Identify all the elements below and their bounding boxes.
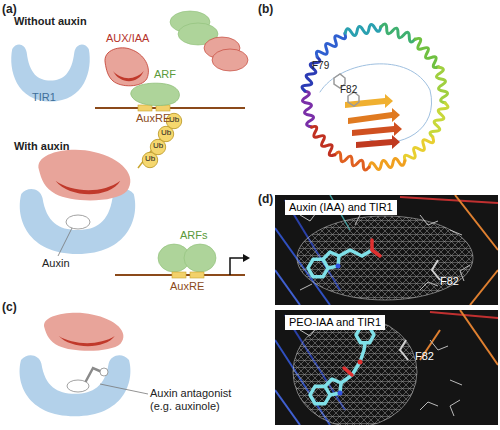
tir1-shape: TIR1 [8, 35, 93, 105]
leader-line [100, 384, 148, 394]
antagonist-tail [100, 368, 108, 376]
panel-letter: (a) [2, 2, 17, 16]
molecule-label: Auxin [42, 257, 70, 270]
residue-label: F82 [415, 350, 434, 363]
arf-shape [131, 83, 180, 105]
residue-sticks [334, 74, 359, 106]
condition-heading: Without auxin [14, 15, 87, 28]
aux-iaa-shape [113, 71, 144, 81]
element-label: AuxRE [170, 280, 204, 293]
ubiquitin-label: Ub [150, 141, 166, 151]
ubiquitin-label: Ub [158, 128, 174, 138]
element-label: AuxRE [136, 112, 170, 125]
auxre-box [190, 272, 204, 278]
arrow-head [243, 254, 250, 262]
docking-panel-art [275, 310, 498, 425]
transcription-arrow [230, 258, 244, 275]
leader-line [58, 228, 72, 256]
protein-label: AUX/IAA [106, 32, 149, 45]
residue-label: F82 [340, 84, 357, 96]
residue-label: F79 [312, 60, 329, 72]
beta-sheet [345, 94, 402, 149]
tir1-shape [20, 355, 131, 416]
auxre-box [138, 105, 152, 111]
protein-ribbon [301, 23, 449, 171]
protein-label: TIR1 [32, 91, 56, 104]
aux-iaa-shape: AUX/IAA [100, 45, 152, 90]
aux-iaa-shape [100, 45, 152, 90]
free-aux-iaa [204, 37, 248, 71]
aux-iaa-shape [56, 181, 121, 195]
panel-letter: (c) [2, 300, 17, 314]
residue-label: F82 [440, 275, 459, 288]
panel-heading: PEO-IAA and TIR1 [285, 315, 385, 330]
docking-panel: PEO-IAA and TIR1F82 [275, 310, 498, 425]
arf-shape [184, 244, 216, 272]
auxin-shape [66, 215, 90, 229]
antagonist-tail [86, 368, 102, 381]
ubiquitin-circle: Ub [142, 152, 158, 168]
panel-heading: Auxin (IAA) and TIR1 [285, 200, 397, 215]
aux-iaa-shape [105, 48, 148, 86]
aux-iaa-shape [44, 313, 123, 351]
auxre-box [172, 272, 186, 278]
ub-chain [138, 121, 174, 168]
panel-letter: (d) [258, 192, 273, 206]
docking-panel-art [275, 195, 498, 305]
docking-panel: Auxin (IAA) and TIR1F82 [275, 195, 498, 305]
aux-iaa-shape [38, 150, 130, 201]
ubiquitin-circle: Ub [158, 126, 174, 142]
protein-label: ARF [154, 68, 176, 81]
callout-label: Auxin antagonist (e.g. auxinole) [150, 387, 255, 413]
panel-letter: (b) [258, 2, 273, 16]
aux-iaa-shape [59, 336, 115, 346]
ubiquitin-label: Ub [142, 154, 158, 164]
ubiquitin-circle: Ub [150, 139, 166, 155]
protein-label: ARFs [180, 229, 208, 242]
condition-heading: With auxin [14, 140, 70, 153]
